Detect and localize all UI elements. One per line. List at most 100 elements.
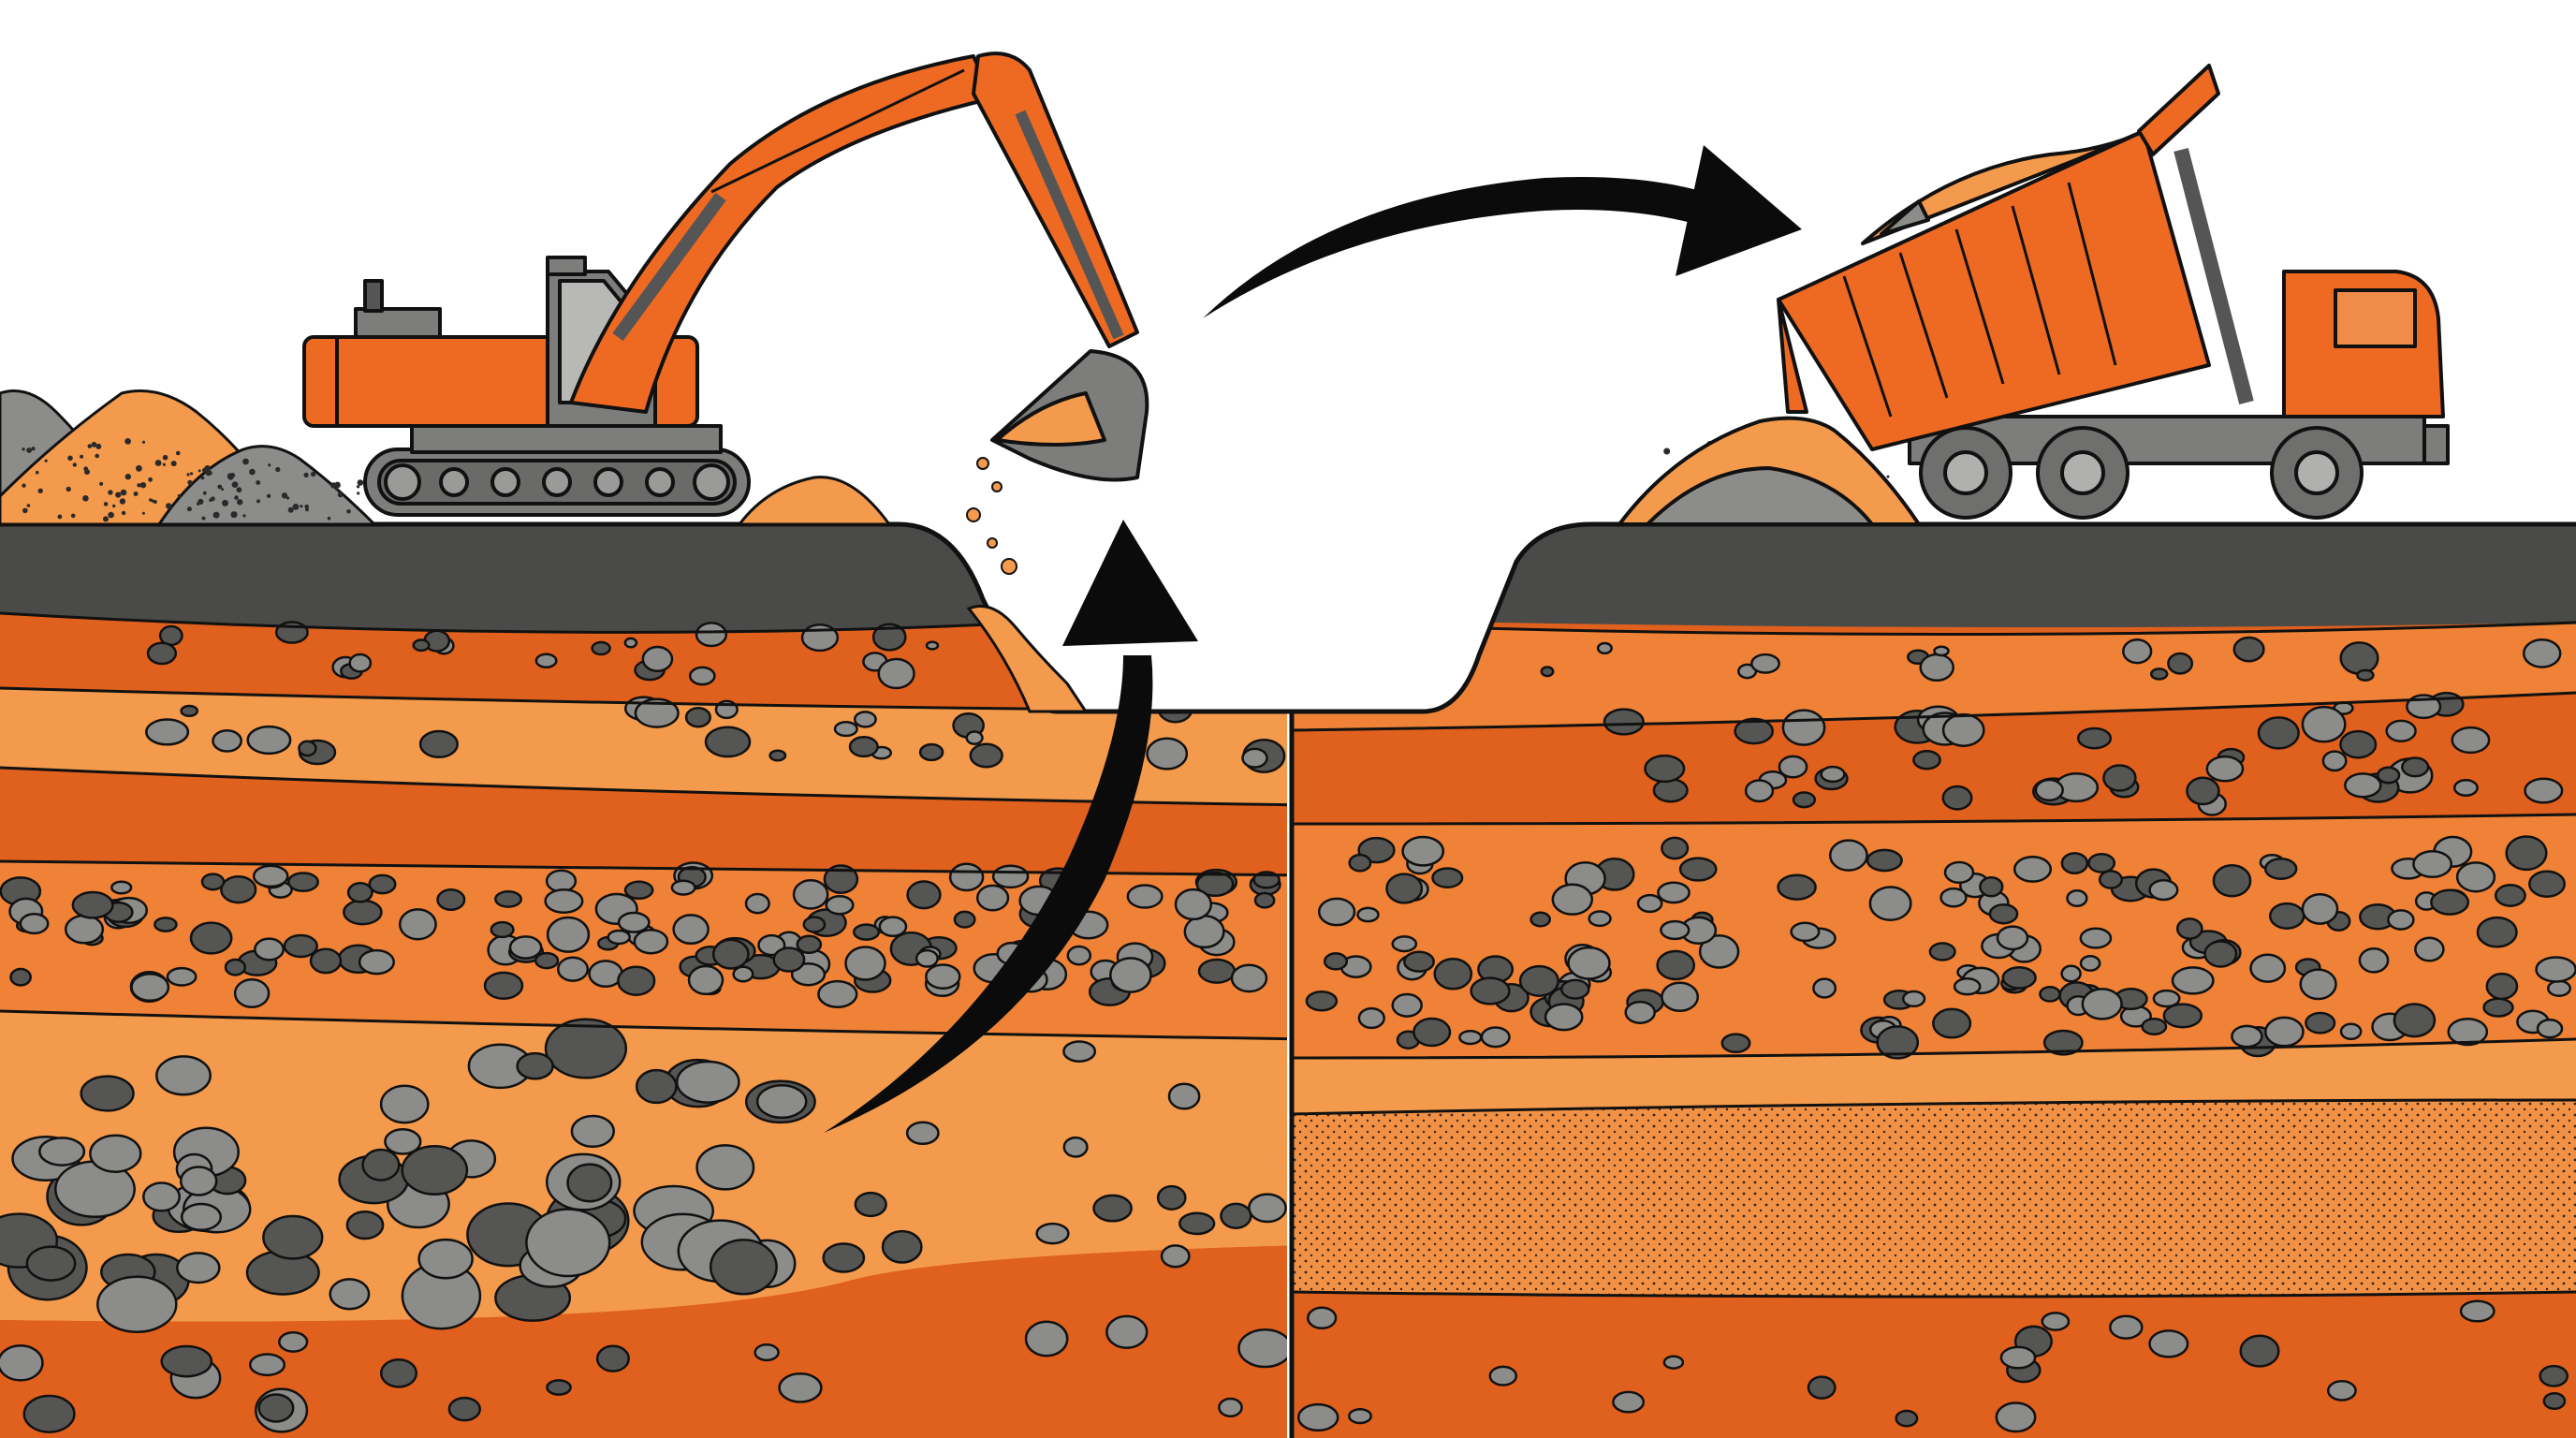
pile-speck xyxy=(204,465,211,472)
gravel-stone xyxy=(2536,1019,2564,1039)
cobble-stone xyxy=(96,1275,178,1333)
stone xyxy=(2524,777,2564,804)
gravel-stone xyxy=(2081,988,2123,1020)
gravel-stone xyxy=(2152,989,2181,1008)
gravel-stone xyxy=(2141,1018,2168,1035)
stone xyxy=(1307,1306,1338,1330)
gravel-stone xyxy=(2546,979,2572,997)
gravel-stone xyxy=(1385,873,1424,904)
pile-speck xyxy=(207,470,212,476)
gravel-stone xyxy=(64,914,105,945)
stone xyxy=(595,1344,630,1372)
pile-speck xyxy=(287,506,294,513)
gravel-stone xyxy=(1323,952,1349,971)
gravel-stone xyxy=(2203,940,2238,968)
pile-speck xyxy=(357,479,364,486)
gravel-stone xyxy=(2305,1011,2336,1034)
layer-6-left xyxy=(0,1245,1287,1438)
gravel-stone xyxy=(1868,886,1912,921)
gravel-stone xyxy=(546,916,591,953)
stone xyxy=(2542,1391,2567,1411)
pile-speck xyxy=(95,453,99,459)
pile-speck xyxy=(72,462,78,467)
pile-speck xyxy=(66,486,71,492)
gravel-stone xyxy=(110,880,133,895)
stone xyxy=(1781,709,1826,746)
stone xyxy=(2522,638,2562,668)
gravel-stone xyxy=(1470,976,1511,1005)
gravel-stone xyxy=(2299,968,2337,1001)
track-wheels xyxy=(384,463,730,501)
gravel-stone xyxy=(398,908,437,941)
stone xyxy=(768,749,787,762)
stone xyxy=(1820,765,1846,784)
stone xyxy=(1241,747,1268,769)
gravel-stone xyxy=(254,937,285,961)
cobble-stone xyxy=(379,1084,430,1124)
gravel-stone xyxy=(825,895,855,916)
pile-speck xyxy=(67,455,73,462)
gravel-stone xyxy=(2079,927,2113,949)
gravel-stone xyxy=(2098,870,2124,889)
pile-speck xyxy=(198,469,201,473)
pile-speck xyxy=(99,481,104,486)
gravel-stone xyxy=(1636,893,1663,914)
pile-speck xyxy=(217,484,223,490)
gravel-stone xyxy=(1979,875,2004,898)
pile-speck xyxy=(198,498,204,506)
gravel-stone xyxy=(2060,964,2082,983)
gravel-stone xyxy=(2066,888,2088,908)
stone xyxy=(2232,636,2265,663)
cobble-stone xyxy=(570,1114,615,1149)
stone xyxy=(2205,755,2245,783)
gravel-stone xyxy=(1953,977,1982,996)
stone xyxy=(1644,754,1686,784)
stone xyxy=(1035,1222,1070,1245)
gravel-stone xyxy=(2231,1024,2263,1049)
gravel-stone xyxy=(2212,863,2252,898)
pile-speck xyxy=(70,513,76,519)
gravel-stone xyxy=(2455,861,2496,893)
cobble-stone xyxy=(384,1128,422,1155)
cobble-stone xyxy=(180,1202,223,1232)
gravel-stone xyxy=(953,910,976,929)
stone xyxy=(2451,726,2491,755)
gravel-stone xyxy=(2447,1017,2489,1047)
pile-speck xyxy=(227,474,234,480)
gravel-stone xyxy=(534,951,560,970)
pile-speck xyxy=(300,505,303,508)
gravel-stone xyxy=(823,864,859,894)
pile-speck xyxy=(108,490,113,495)
pile-speck xyxy=(335,487,339,492)
cobble-stone xyxy=(566,1163,613,1203)
gravel-stone xyxy=(2535,956,2576,983)
gravel-stone xyxy=(1588,910,1612,928)
stone xyxy=(871,623,907,652)
layer-2-left xyxy=(0,688,1287,805)
pile-speck xyxy=(22,483,26,488)
stone xyxy=(534,653,558,668)
stone xyxy=(1105,1314,1149,1349)
gravel-stone xyxy=(508,935,543,960)
gravel-stone xyxy=(878,916,908,938)
gravel-stone xyxy=(252,864,289,888)
gravel-stone xyxy=(1939,887,1968,908)
stone xyxy=(1744,779,1775,803)
pile-speck xyxy=(242,458,249,465)
stone xyxy=(1612,1390,1646,1414)
cobble-stone xyxy=(329,1278,371,1311)
stone xyxy=(1220,1202,1252,1229)
stone xyxy=(2344,772,2382,799)
gravel-stone xyxy=(544,888,584,914)
gravel-stone xyxy=(2505,835,2548,872)
gravel-stone xyxy=(802,916,827,933)
gravel-stone xyxy=(2263,858,2298,880)
gravel-stone xyxy=(796,934,823,955)
pile-speck xyxy=(231,481,239,488)
stone xyxy=(212,729,242,753)
stone xyxy=(145,718,190,746)
gravel-stone xyxy=(1174,888,1213,921)
pile-speck xyxy=(212,511,220,519)
pile-speck xyxy=(266,493,271,498)
